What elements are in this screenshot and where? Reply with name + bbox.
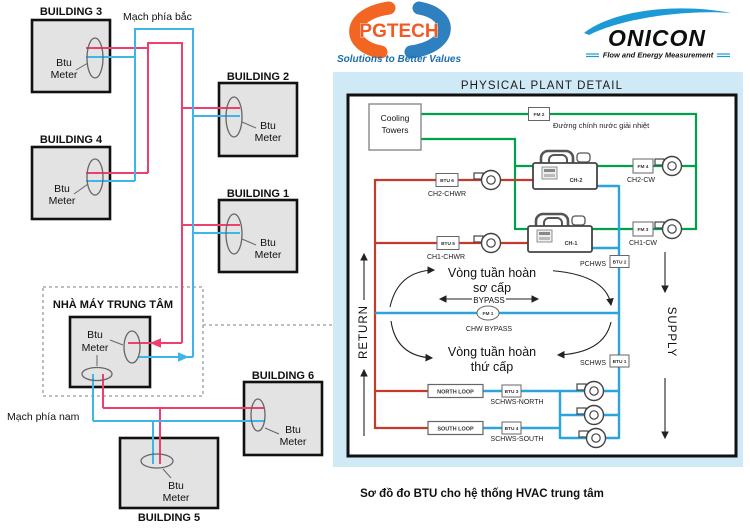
fm3-meter: FM 3 — [638, 227, 649, 233]
schws-south-label: SCHWS-SOUTH — [491, 436, 544, 443]
btu2-meter: BTU 2 — [613, 260, 627, 266]
building-6-sensor-icon — [250, 398, 266, 432]
building-4-meter-label: Btu — [54, 183, 70, 195]
chiller-ch2 — [531, 149, 599, 191]
circulation-arrows — [389, 266, 614, 362]
return-arrow-into-plant-icon — [150, 338, 161, 348]
onicon-logo: ONICON Flow and Energy Measurement — [584, 8, 731, 60]
building-2-meter-label: Btu — [260, 120, 276, 132]
building-5-meter-label: Btu — [168, 480, 184, 492]
fm2-meter: FM 2 — [534, 112, 545, 118]
building-1-sensor-icon — [225, 213, 243, 255]
svg-text:thứ cấp: thứ cấp — [471, 360, 513, 374]
building-6-meter-label: Btu — [285, 424, 301, 436]
building-4-box — [30, 145, 112, 221]
bypass-label: BYPASS — [473, 296, 504, 305]
network-supply-lines — [86, 28, 264, 464]
building-1-meter-label: Btu — [260, 237, 276, 249]
pgtech-tagline: Solutions to Better Values — [337, 54, 462, 65]
physical-plant-panel: PHYSICAL PLANT DETAIL — [333, 72, 743, 467]
building-1-label: BUILDING 1 — [227, 188, 289, 200]
central-south-sensor-icon — [81, 366, 113, 382]
onicon-logo-text: ONICON — [608, 25, 706, 51]
building-4-label: BUILDING 4 — [40, 134, 103, 146]
onicon-swoosh-icon — [584, 8, 731, 35]
building-6-label: BUILDING 6 — [252, 370, 314, 382]
btu4-meter: BTU 4 — [505, 426, 519, 432]
pgtech-blue-swoosh-icon — [404, 1, 451, 59]
south-loop-label: SOUTH LOOP — [437, 427, 474, 433]
pgtech-orange-swoosh-icon — [349, 1, 396, 59]
svg-text:Meter: Meter — [49, 195, 76, 207]
central-north-sensor-icon — [123, 330, 141, 364]
pgtech-logo-text: PGTECH — [359, 21, 438, 42]
ch1-cw-label: CH1-CW — [629, 240, 657, 247]
building-3-sensor-icon — [86, 37, 104, 79]
chiller-ch2-label: CH-2 — [570, 178, 583, 184]
south-loop-box — [427, 420, 484, 436]
supply-direction-label: SUPPLY — [665, 307, 677, 358]
central-meter-label: Btu — [87, 329, 103, 341]
fm4-meter: FM 4 — [638, 164, 649, 170]
building-2-box — [217, 81, 299, 158]
cooling-towers-label: Cooling — [381, 113, 410, 123]
building-2-label: BUILDING 2 — [227, 71, 289, 83]
svg-text:Towers: Towers — [382, 125, 409, 135]
central-plant-label: NHÀ MÁY TRUNG TÂM — [53, 298, 173, 311]
building-5-box — [118, 436, 220, 510]
plant-panel-title: PHYSICAL PLANT DETAIL — [461, 80, 623, 92]
central-plant-meter-box — [68, 315, 152, 389]
ch1-chwr-label: CH1-CHWR — [427, 254, 465, 261]
btu3-meter: BTU 3 — [505, 389, 519, 395]
btu1-meter: BTU 1 — [613, 359, 627, 365]
svg-text:Meter: Meter — [82, 342, 109, 354]
supply-arrow-out-of-plant-icon — [178, 352, 189, 362]
building-1-box — [217, 198, 299, 274]
plant-text-labels: Đường chính nước giải nhiệt CH2-CHWR CH1… — [427, 121, 657, 443]
onicon-tagline: Flow and Energy Measurement — [603, 51, 714, 60]
building-5-label: BUILDING 5 — [138, 512, 200, 524]
network-labels: BUILDING 3 BUILDING 2 BUILDING 4 BUILDIN… — [7, 6, 314, 524]
flow-direction-annotations: RETURN SUPPLY — [358, 252, 677, 440]
ch2-chwr-label: CH2-CHWR — [428, 191, 466, 198]
building-boxes — [30, 18, 324, 510]
pgtech-logo: PGTECH Solutions to Better Values — [337, 1, 462, 65]
schws-north-label: SCHWS-NORTH — [490, 399, 543, 406]
return-direction-label: RETURN — [358, 305, 370, 359]
plant-meters: FM 2 FM 4 FM 3 FM 1 BTU 6 BTU 5 BTU 2 BT… — [435, 107, 654, 435]
building-2-sensor-icon — [225, 96, 243, 138]
pchws-label: PCHWS — [580, 261, 606, 268]
building-3-label: BUILDING 3 — [40, 6, 102, 18]
svg-text:Meter: Meter — [255, 249, 282, 261]
secondary-loop-label: Vòng tuần hoàn — [448, 345, 536, 359]
svg-text:Meter: Meter — [280, 436, 307, 448]
fm1-meter: FM 1 — [483, 311, 494, 317]
diagram-caption: Sơ đồ đo BTU cho hệ thống HVAC trung tâm — [360, 488, 604, 500]
ch2-cw-label: CH2-CW — [627, 177, 655, 184]
north-loop-label: NORTH LOOP — [437, 390, 474, 396]
chiller-ch1-label: CH-1 — [565, 241, 578, 247]
south-circuit-label: Mạch phía nam — [7, 411, 80, 423]
btu6-meter: BTU 6 — [440, 178, 454, 184]
svg-text:Meter: Meter — [163, 492, 190, 504]
chw-bypass-label: CHW BYPASS — [466, 326, 512, 333]
svg-text:sơ cấp: sơ cấp — [473, 281, 511, 295]
svg-text:Meter: Meter — [51, 69, 78, 81]
bypass-annotation: BYPASS — [438, 295, 540, 305]
primary-loop-label: Vòng tuần hoàn — [448, 266, 536, 280]
north-loop-box — [427, 383, 484, 399]
north-circuit-label: Mạch phía bắc — [123, 10, 192, 23]
schws-label: SCHWS — [580, 360, 606, 367]
condenser-main-label: Đường chính nước giải nhiệt — [553, 121, 650, 130]
svg-text:Meter: Meter — [255, 132, 282, 144]
building-3-meter-label: Btu — [56, 57, 72, 69]
chiller-ch1 — [526, 212, 594, 254]
cooling-towers-box — [368, 103, 422, 151]
flow-sensors — [73, 37, 280, 479]
building-4-sensor-icon — [86, 158, 104, 196]
building-5-sensor-icon — [140, 453, 174, 469]
building-6-box — [242, 380, 324, 457]
central-plant-dashed-boundary — [42, 286, 204, 397]
btu5-meter: BTU 5 — [441, 241, 455, 247]
